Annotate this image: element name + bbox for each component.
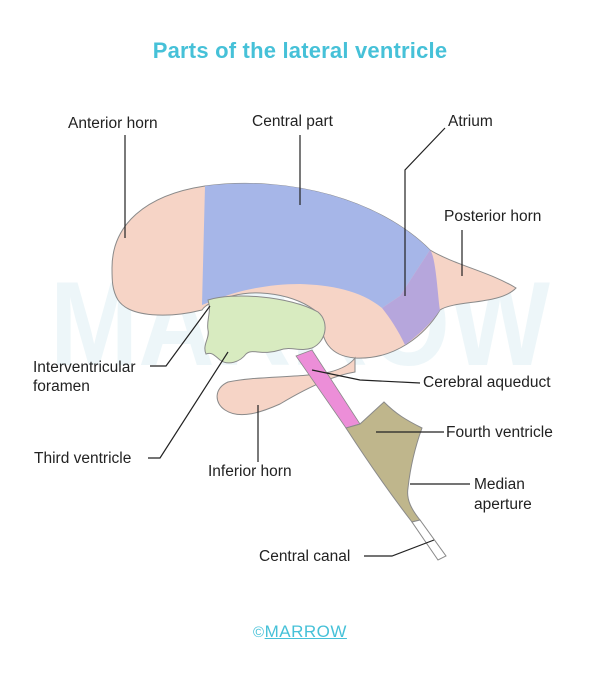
brand-logo: ©MARROW: [0, 622, 600, 642]
inferior-horn: [216, 356, 356, 416]
copyright-mark: ©: [253, 624, 265, 641]
leader-central-canal: [364, 539, 435, 557]
central-part-region: [202, 183, 430, 308]
third-ventricle: [204, 295, 326, 364]
label-inferior-horn: Inferior horn: [208, 463, 292, 480]
label-fourth-ventricle: Fourth ventricle: [446, 424, 553, 441]
label-central-part: Central part: [252, 113, 334, 130]
leader-lines: [124, 127, 470, 557]
label-interventricular-foramen-1: Interventricular: [33, 359, 136, 376]
central-canal: [411, 519, 447, 561]
label-interventricular-foramen-2: foramen: [33, 378, 90, 395]
leader-third-ventricle: [148, 351, 229, 459]
label-cerebral-aqueduct: Cerebral aqueduct: [423, 374, 551, 391]
diagram-title: Parts of the lateral ventricle: [152, 38, 448, 63]
label-atrium: Atrium: [448, 113, 493, 130]
label-median-aperture-1: Median: [474, 476, 525, 493]
leader-cerebral-aqueduct: [311, 369, 421, 384]
label-posterior-horn: Posterior horn: [444, 208, 541, 225]
label-central-canal: Central canal: [259, 548, 350, 565]
leader-interventricular-foramen: [150, 305, 211, 367]
leader-atrium: [404, 127, 446, 296]
label-anterior-horn: Anterior horn: [68, 115, 158, 132]
label-third-ventricle: Third ventricle: [34, 450, 131, 467]
label-median-aperture-2: aperture: [474, 496, 532, 513]
atrium-region: [382, 250, 440, 345]
brand-name: MARROW: [264, 622, 347, 641]
